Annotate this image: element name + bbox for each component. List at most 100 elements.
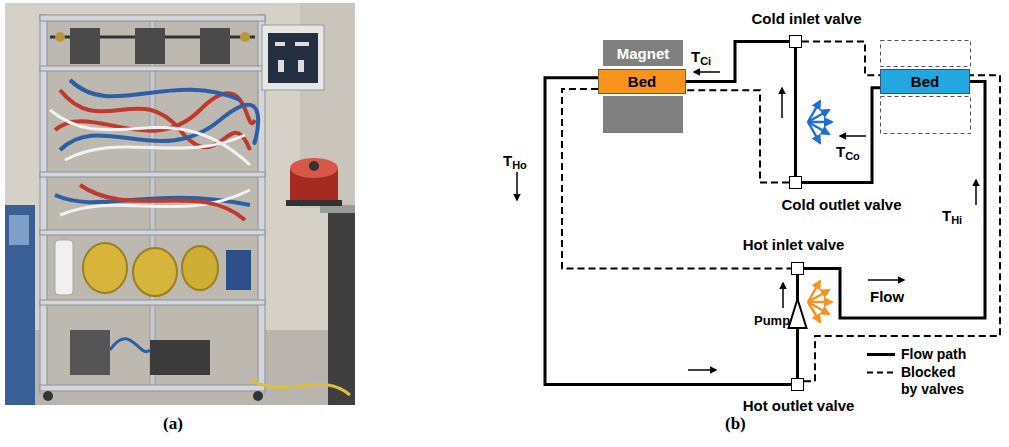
apparatus-photo — [9, 215, 29, 245]
flow-direction-arrows — [840, 135, 866, 137]
cooling-fan-arrows — [808, 122, 820, 143]
flow-direction-arrows — [517, 72, 976, 370]
legend-entry: Flow path — [866, 346, 973, 363]
empty-magnet-outline — [881, 41, 971, 67]
apparatus-photo — [50, 110, 250, 165]
heating-fan-arrows — [808, 290, 829, 302]
valve-label: Hot inlet valve — [743, 236, 845, 253]
apparatus-photo — [70, 28, 100, 64]
connector-group — [545, 42, 1000, 385]
apparatus-photo — [40, 15, 265, 21]
heating-fan-arrows — [808, 302, 820, 322]
apparatus-photo — [80, 185, 245, 220]
apparatus-photo — [40, 230, 265, 235]
regenerator-bed: Bed — [598, 69, 686, 94]
apparatus-photo — [250, 380, 350, 395]
panel-label: (a) — [163, 414, 183, 434]
apparatus-photo — [328, 213, 355, 405]
apparatus-photo — [110, 339, 150, 352]
legend-sample — [866, 346, 896, 363]
apparatus-photo — [70, 330, 110, 375]
valve-symbol: Cold outlet valve — [789, 176, 802, 189]
apparatus-photo — [150, 20, 155, 388]
legend: Flow pathBlocked by valves — [866, 346, 973, 399]
apparatus-photo — [262, 25, 324, 90]
cooling-fan-arrows — [808, 110, 829, 122]
flow-direction-arrows — [688, 369, 716, 371]
flow-label: Flow — [870, 288, 904, 305]
node-label: Bed — [628, 73, 656, 90]
flow-line — [545, 78, 791, 385]
valve-label: Cold inlet valve — [751, 10, 861, 27]
apparatus-photo — [55, 32, 65, 42]
temperature-label: THo — [503, 152, 527, 172]
temperature-label: THi — [942, 207, 962, 227]
flow-direction-arrows — [782, 283, 784, 308]
node-label: Bed — [911, 73, 939, 90]
apparatus-photo — [5, 3, 355, 405]
apparatus-photo — [200, 28, 230, 64]
apparatus-photo — [309, 161, 319, 171]
regenerator-bed: Bed — [880, 69, 970, 94]
temperature-label: TCo — [836, 143, 860, 163]
dashed-line-sample — [867, 372, 895, 374]
legend-sample — [866, 364, 896, 381]
node-label: Magnet — [617, 45, 670, 62]
solid-line-sample — [867, 353, 895, 356]
flow-direction-arrows — [975, 180, 977, 205]
flow-line — [686, 42, 789, 82]
apparatus-photo — [40, 300, 265, 305]
empty-magnet-outline — [881, 97, 971, 134]
apparatus-photo — [40, 15, 47, 393]
apparatus-photo — [290, 158, 338, 178]
flow-line — [794, 48, 797, 176]
blocked-flow-line — [802, 42, 880, 76]
apparatus-photo — [268, 33, 318, 83]
apparatus-photo — [295, 42, 309, 46]
apparatus-photo — [65, 135, 245, 160]
apparatus-photo — [70, 80, 240, 100]
valve-symbol: Hot outlet valve — [791, 378, 804, 391]
valve-label: Hot outlet valve — [743, 397, 855, 414]
apparatus-photo — [150, 340, 210, 375]
apparatus-photo — [298, 60, 304, 72]
apparatus-photo — [253, 391, 263, 401]
flow-direction-arrows — [516, 172, 518, 200]
flow-direction-arrows — [694, 71, 720, 73]
apparatus-photo — [40, 66, 265, 71]
temperature-label: TCi — [691, 48, 711, 68]
legend-text: Flow path — [901, 346, 966, 363]
flow-direction-arrows — [781, 88, 783, 118]
apparatus-photo — [40, 172, 265, 177]
valve-symbol: Cold inlet valve — [789, 35, 802, 48]
apparatus-photo — [5, 205, 35, 405]
flow-direction-arrows — [868, 279, 904, 281]
apparatus-photo — [226, 250, 251, 290]
apparatus-photo — [133, 248, 177, 296]
apparatus-photo — [43, 391, 53, 401]
apparatus-photo — [240, 32, 250, 42]
apparatus-photo — [5, 3, 355, 405]
pump-symbol — [789, 299, 807, 328]
legend-text: Blocked by valves — [901, 364, 973, 398]
flow-line — [802, 88, 880, 183]
magnet-block: Magnet — [603, 40, 683, 66]
apparatus-photo — [286, 200, 342, 206]
apparatus-photo — [55, 93, 255, 130]
blocked-flow-line — [804, 75, 1000, 381]
apparatus-photo — [83, 243, 127, 293]
cooling-fan-arrows — [808, 101, 832, 143]
apparatus-photo — [45, 18, 260, 390]
valve-symbol: Hot inlet valve — [791, 262, 804, 275]
apparatus-photo — [55, 240, 73, 295]
apparatus-photo — [182, 246, 218, 290]
magnet-half — [603, 96, 683, 133]
panel-label: (b) — [725, 414, 746, 434]
blocked-flow-line — [686, 90, 789, 182]
apparatus-photo — [320, 205, 355, 213]
apparatus-photo — [278, 60, 284, 72]
